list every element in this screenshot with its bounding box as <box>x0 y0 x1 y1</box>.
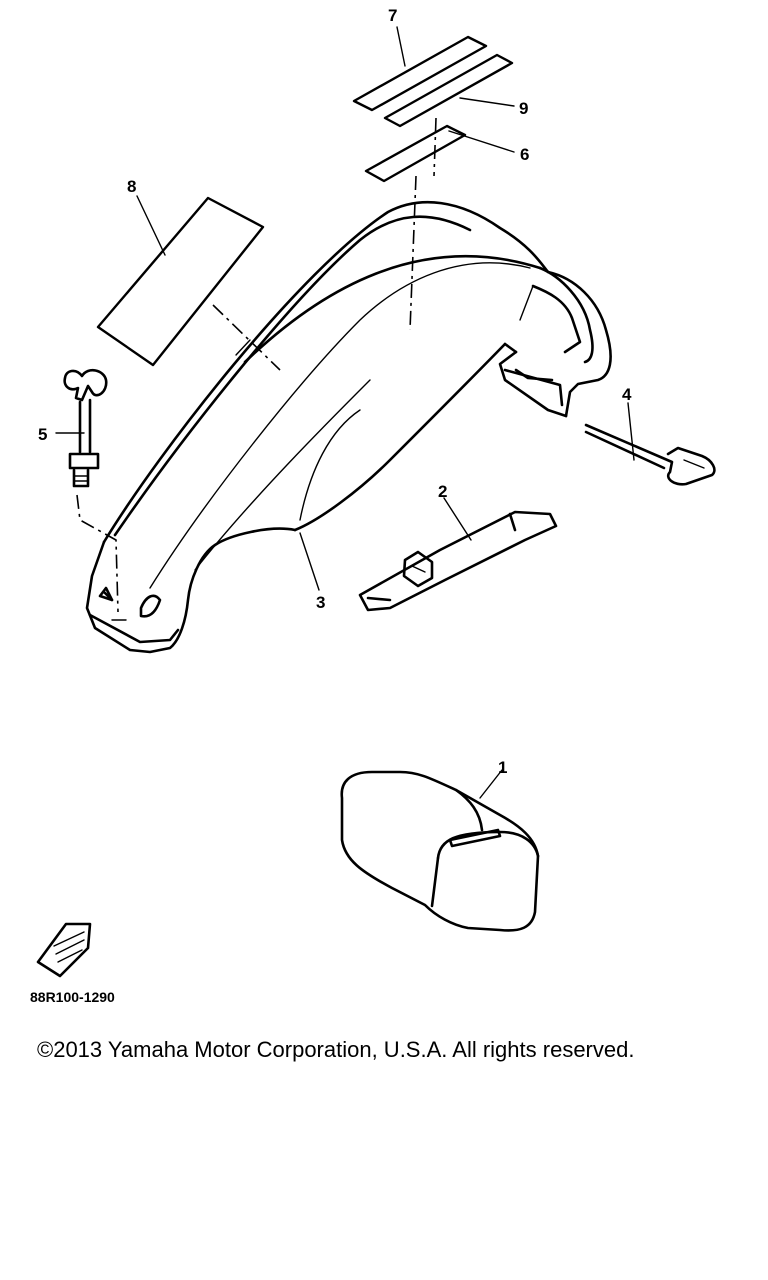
drawing-code: 88R100-1290 <box>30 989 115 1005</box>
part-2-strap <box>358 510 558 612</box>
parts-diagram: 7 9 6 8 5 4 2 3 1 88R100-1290 <box>30 6 716 1005</box>
callout-8: 8 <box>127 177 136 196</box>
assembly-lines <box>76 117 437 613</box>
part-3-cover <box>85 200 612 654</box>
leader-lines <box>55 26 635 799</box>
part-4-rod <box>584 423 716 486</box>
part-9-decal <box>383 53 514 128</box>
callout-2: 2 <box>438 482 447 501</box>
callout-5: 5 <box>38 425 47 444</box>
part-5-wing-bolt <box>63 368 108 488</box>
part-1-bag <box>340 770 540 932</box>
part-6-decal <box>364 124 467 183</box>
callout-9: 9 <box>519 99 528 118</box>
callout-6: 6 <box>520 145 529 164</box>
callout-1: 1 <box>498 758 507 777</box>
part-8-decal <box>96 196 265 367</box>
part-7-decal <box>352 35 488 112</box>
callout-3: 3 <box>316 593 325 612</box>
callout-7: 7 <box>388 6 397 25</box>
callout-4: 4 <box>622 385 632 404</box>
copyright-notice: ©2013 Yamaha Motor Corporation, U.S.A. A… <box>37 1037 635 1062</box>
front-arrow-icon <box>36 922 92 978</box>
